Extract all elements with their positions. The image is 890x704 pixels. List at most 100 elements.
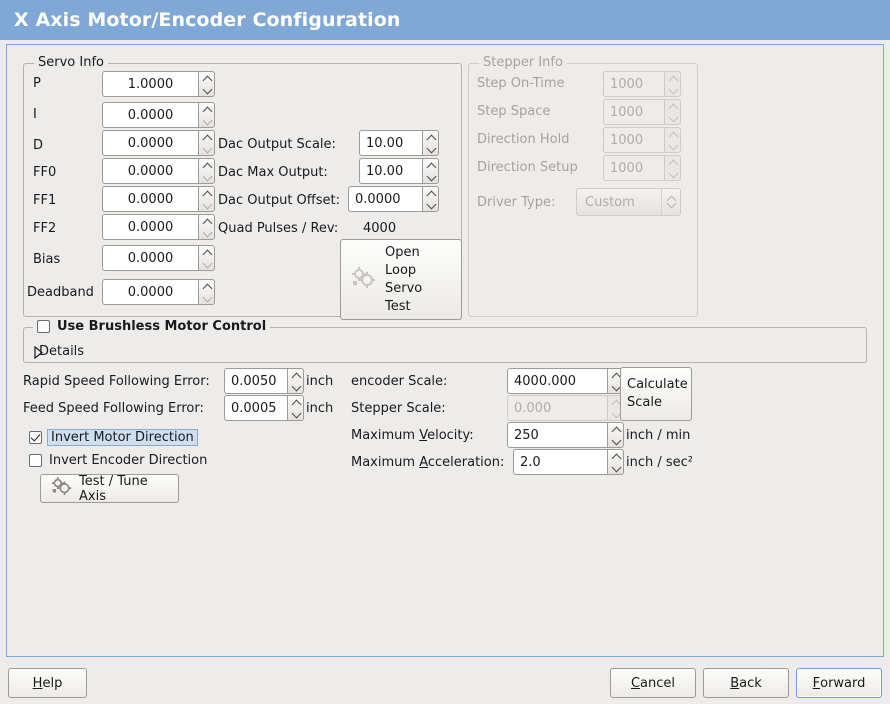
spin-down-icon[interactable] xyxy=(423,199,438,211)
servo-spin-i[interactable]: 0.0000 xyxy=(102,102,215,128)
dac-max-output-value[interactable]: 10.00 xyxy=(359,158,422,184)
dac-output-scale-value[interactable]: 10.00 xyxy=(359,130,422,156)
servo-spin-bias[interactable]: 0.0000 xyxy=(102,245,215,271)
dac-output-offset-value[interactable]: 0.0000 xyxy=(348,186,422,212)
servo-spin-ff1[interactable]: 0.0000 xyxy=(102,186,215,212)
checkbox-box[interactable] xyxy=(37,320,50,333)
feed-spin-buttons[interactable] xyxy=(287,395,304,421)
servo-value-ff1[interactable]: 0.0000 xyxy=(102,186,198,212)
spin-down-icon[interactable] xyxy=(199,227,214,239)
servo-spin-buttons-ff2[interactable] xyxy=(198,214,215,240)
dac-output-offset-spin[interactable]: 0.0000 xyxy=(348,186,439,212)
servo-spin-buttons-deadband[interactable] xyxy=(198,279,215,305)
rapid-speed-following-error-value[interactable]: 0.0050 xyxy=(224,368,287,394)
spin-up-icon[interactable] xyxy=(608,450,623,462)
spin-down-icon[interactable] xyxy=(199,84,214,96)
servo-value-ff2[interactable]: 0.0000 xyxy=(102,214,198,240)
spin-up-icon[interactable] xyxy=(199,72,214,84)
checkbox-box[interactable] xyxy=(29,454,42,467)
spin-down-icon[interactable] xyxy=(423,171,438,183)
details-expander[interactable]: Details xyxy=(33,344,84,359)
maximum-acceleration-spin[interactable]: 2.0 xyxy=(513,449,624,475)
spin-up-icon[interactable] xyxy=(199,215,214,227)
servo-value-i[interactable]: 0.0000 xyxy=(102,102,198,128)
maximum-velocity-spin[interactable]: 250 xyxy=(507,422,624,448)
maximum-velocity-buttons[interactable] xyxy=(607,422,624,448)
spin-up-icon[interactable] xyxy=(199,131,214,143)
spin-down-icon[interactable] xyxy=(288,408,303,420)
spin-up-icon[interactable] xyxy=(608,423,623,435)
stepper-value-direction-hold: 1000 xyxy=(603,127,664,153)
spin-down-icon[interactable] xyxy=(199,143,214,155)
spin-up-icon[interactable] xyxy=(199,187,214,199)
spin-up-icon[interactable] xyxy=(199,246,214,258)
spin-down-icon[interactable] xyxy=(199,199,214,211)
rapid-speed-following-error-spin[interactable]: 0.0050 xyxy=(224,368,304,394)
servo-spin-buttons-p[interactable] xyxy=(198,71,215,97)
invert-encoder-direction-checkbox[interactable]: Invert Encoder Direction xyxy=(29,453,207,468)
spin-up-icon[interactable] xyxy=(423,131,438,143)
servo-spin-buttons-ff1[interactable] xyxy=(198,186,215,212)
servo-spin-ff2[interactable]: 0.0000 xyxy=(102,214,215,240)
servo-spin-buttons-d[interactable] xyxy=(198,130,215,156)
spin-up-icon[interactable] xyxy=(288,396,303,408)
servo-spin-deadband[interactable]: 0.0000 xyxy=(102,279,215,305)
servo-spin-p[interactable]: 1.0000 xyxy=(102,71,215,97)
spin-up-icon[interactable] xyxy=(199,159,214,171)
dac-output-scale-buttons[interactable] xyxy=(422,130,439,156)
servo-spin-d[interactable]: 0.0000 xyxy=(102,130,215,156)
spin-down-icon[interactable] xyxy=(608,462,623,474)
servo-value-p[interactable]: 1.0000 xyxy=(102,71,198,97)
calculate-scale-button[interactable]: Calculate Scale xyxy=(620,367,692,421)
maximum-acceleration-buttons[interactable] xyxy=(607,449,624,475)
dac-max-output-spin[interactable]: 10.00 xyxy=(359,158,439,184)
servo-value-d[interactable]: 0.0000 xyxy=(102,130,198,156)
stepper-label-step-on-time: Step On-Time xyxy=(477,76,565,91)
quad-pulses-value: 4000 xyxy=(363,221,397,236)
spin-up-icon[interactable] xyxy=(423,187,438,199)
servo-spin-buttons-bias[interactable] xyxy=(198,245,215,271)
servo-spin-buttons-ff0[interactable] xyxy=(198,158,215,184)
invert-motor-direction-checkbox[interactable]: Invert Motor Direction xyxy=(29,429,198,446)
spin-up-icon[interactable] xyxy=(423,159,438,171)
encoder-scale-value[interactable]: 4000.000 xyxy=(507,368,607,394)
maximum-velocity-value[interactable]: 250 xyxy=(507,422,607,448)
stepper-spin-buttons-step-on-time xyxy=(664,71,681,97)
checkbox-box[interactable] xyxy=(29,431,42,444)
spin-down-icon[interactable] xyxy=(608,435,623,447)
spin-up-icon[interactable] xyxy=(199,103,214,115)
feed-speed-following-error-value[interactable]: 0.0005 xyxy=(224,395,287,421)
stepper-driver-type-combo: Custom xyxy=(576,188,681,216)
servo-label-bias: Bias xyxy=(33,252,61,267)
servo-value-bias[interactable]: 0.0000 xyxy=(102,245,198,271)
use-brushless-motor-control-checkbox[interactable]: Use Brushless Motor Control xyxy=(33,319,271,334)
spin-down-icon[interactable] xyxy=(423,143,438,155)
dac-max-output-buttons[interactable] xyxy=(422,158,439,184)
encoder-scale-spin[interactable]: 4000.000 xyxy=(507,368,624,394)
spin-down-icon[interactable] xyxy=(288,381,303,393)
spin-up-icon[interactable] xyxy=(199,280,214,292)
spin-down-icon[interactable] xyxy=(199,292,214,304)
spin-down-icon[interactable] xyxy=(199,115,214,127)
rapid-spin-buttons[interactable] xyxy=(287,368,304,394)
spin-down-icon[interactable] xyxy=(199,258,214,270)
open-loop-servo-test-button[interactable]: Open Loop Servo Test xyxy=(340,239,462,320)
servo-info-frame: Servo Info xyxy=(23,56,462,317)
stepper-spin-direction-hold: 1000 xyxy=(603,127,681,153)
dac-output-scale-spin[interactable]: 10.00 xyxy=(359,130,439,156)
dac-output-offset-buttons[interactable] xyxy=(422,186,439,212)
servo-spin-buttons-i[interactable] xyxy=(198,102,215,128)
servo-value-ff0[interactable]: 0.0000 xyxy=(102,158,198,184)
maximum-acceleration-value[interactable]: 2.0 xyxy=(513,449,607,475)
feed-speed-following-error-spin[interactable]: 0.0005 xyxy=(224,395,304,421)
test-tune-axis-button[interactable]: Test / Tune Axis xyxy=(40,474,179,504)
chevron-updown-icon xyxy=(661,189,680,215)
servo-value-deadband[interactable]: 0.0000 xyxy=(102,279,198,305)
servo-spin-ff0[interactable]: 0.0000 xyxy=(102,158,215,184)
spin-up-icon[interactable] xyxy=(288,369,303,381)
spin-down-icon[interactable] xyxy=(199,171,214,183)
